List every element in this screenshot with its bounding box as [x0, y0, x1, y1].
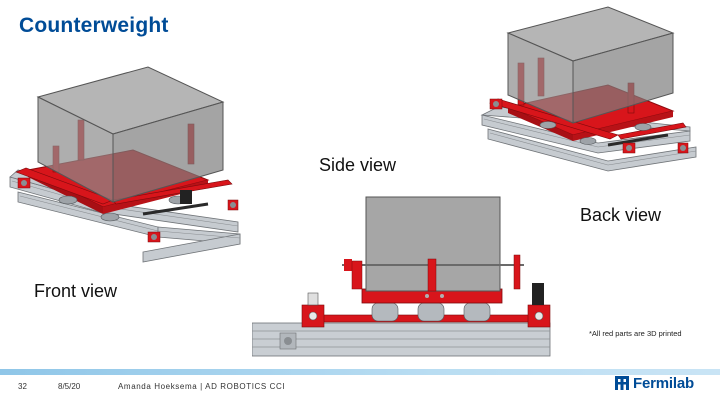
- page-number: 32: [18, 382, 27, 391]
- footer-date: 8/5/20: [58, 382, 81, 391]
- back-view-caption: Back view: [578, 205, 664, 226]
- front-view-image: [8, 62, 248, 274]
- footer-author: Amanda Hoeksema | AD ROBOTICS CCI: [118, 382, 286, 391]
- slide-title: Counterweight: [19, 14, 169, 37]
- printed-parts-note: *All red parts are 3D printed: [589, 329, 682, 338]
- back-view-image: [478, 3, 704, 186]
- fermilab-logo: Fermilab: [613, 374, 694, 392]
- side-view-caption: Side view: [317, 155, 399, 176]
- logo-wordmark: Fermilab: [633, 374, 694, 392]
- footer-divider-bar: [0, 369, 720, 375]
- front-view-caption: Front view: [32, 281, 120, 302]
- fermilab-logo-icon: [615, 376, 629, 390]
- side-view-image: [252, 193, 552, 363]
